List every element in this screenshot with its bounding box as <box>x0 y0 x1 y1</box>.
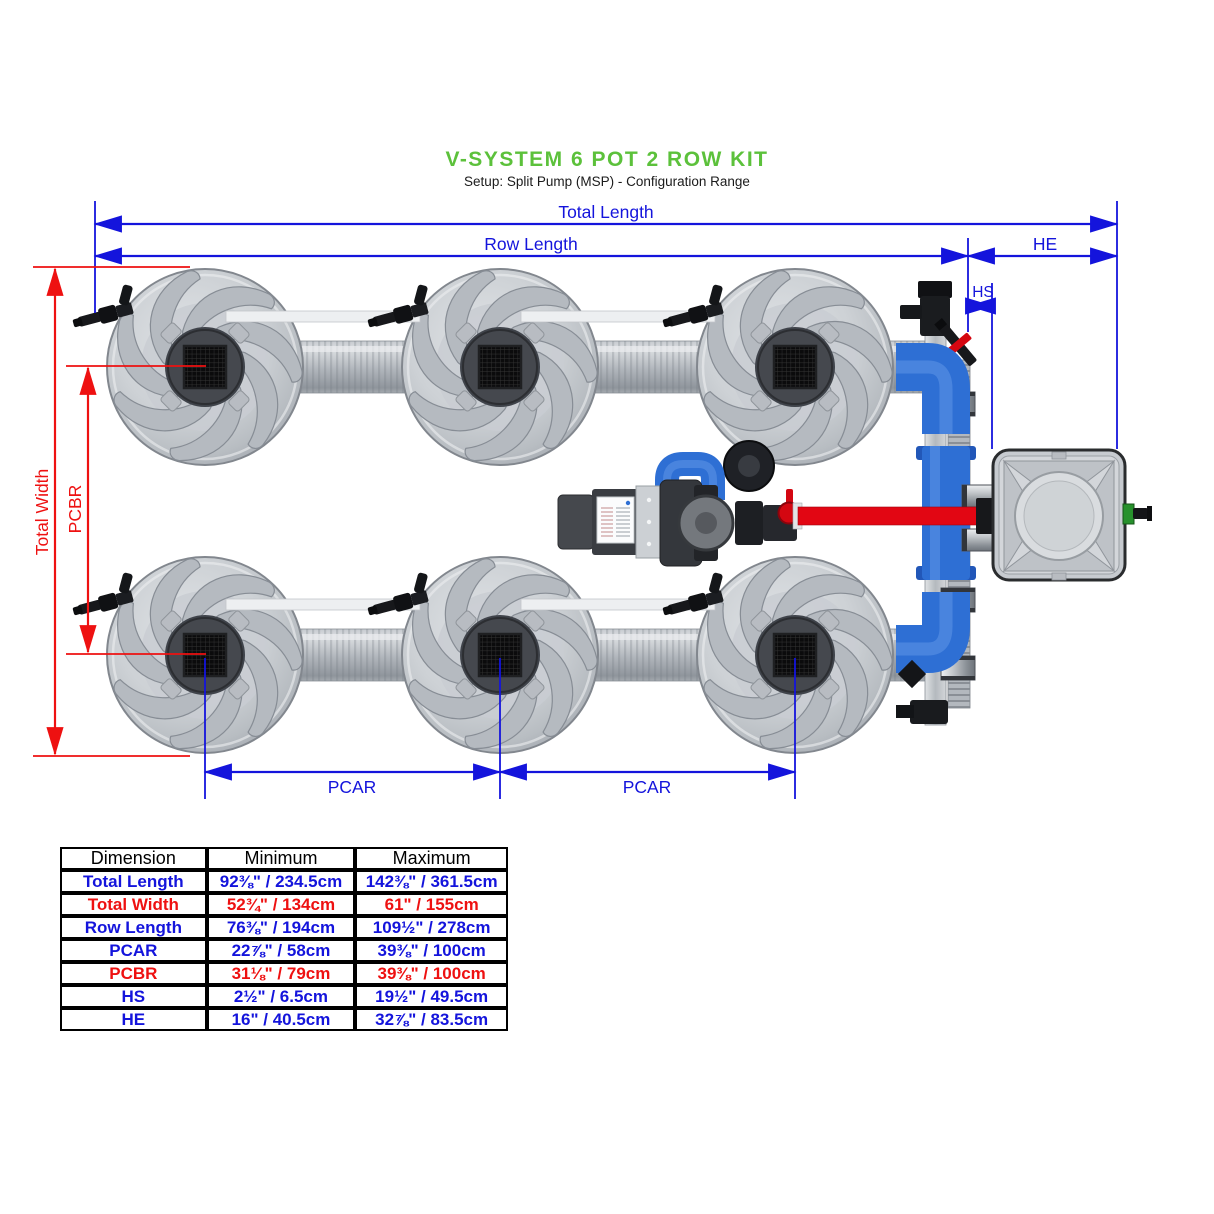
row-minimum: 2½" / 6.5cm <box>206 985 356 1008</box>
total-width-label: Total Width <box>32 469 52 556</box>
reservoir-tank <box>991 448 1152 582</box>
row-maximum: 142⅜" / 361.5cm <box>355 870 508 893</box>
dimension-annotations: Total Length Row Length HE HS PCAR PCAR … <box>32 201 1119 799</box>
irrigation-tube <box>225 310 421 323</box>
row-maximum: 39⅜" / 100cm <box>355 962 508 985</box>
row-label: HS <box>60 985 207 1008</box>
total-length-label: Total Length <box>558 202 653 222</box>
row-label: HE <box>60 1008 207 1031</box>
table-row: HS 2½" / 6.5cm 19½" / 49.5cm <box>60 985 508 1008</box>
row-length-label: Row Length <box>484 234 577 254</box>
pump-coupling <box>735 501 763 545</box>
return-pipe-red <box>797 506 983 526</box>
irrigation-tube <box>520 598 716 611</box>
row-label: PCBR <box>60 962 207 985</box>
row-minimum: 92⅜" / 234.5cm <box>206 870 356 893</box>
irrigation-tube <box>520 310 716 323</box>
table-header-row: Dimension Minimum Maximum <box>60 847 508 870</box>
row-minimum: 22⅞" / 58cm <box>206 939 356 962</box>
pcar-left-label: PCAR <box>328 777 377 797</box>
row-maximum: 19½" / 49.5cm <box>355 985 508 1008</box>
extension-lines-red <box>33 266 206 757</box>
row-label: Row Length <box>60 916 207 939</box>
pump-motor <box>557 494 595 550</box>
row-maximum: 61" / 155cm <box>355 893 508 916</box>
pump-assembly <box>557 440 801 567</box>
page-subtitle: Setup: Split Pump (MSP) - Configuration … <box>464 174 750 189</box>
manifold <box>792 281 999 726</box>
header-maximum: Maximum <box>355 847 508 870</box>
hs-label: HS <box>972 284 994 301</box>
dimension-spec-table: Dimension Minimum Maximum Total Length 9… <box>60 847 508 1031</box>
tank-drain-valve <box>1122 503 1135 525</box>
table-row: HE 16" / 40.5cm 32⅞" / 83.5cm <box>60 1008 508 1031</box>
row-label: Total Width <box>60 893 207 916</box>
title-block: V-SYSTEM 6 POT 2 ROW KIT Setup: Split Pu… <box>0 148 1214 189</box>
row-label: PCAR <box>60 939 207 962</box>
row-minimum: 76⅜" / 194cm <box>206 916 356 939</box>
table-row: Total Width 52¾" / 134cm 61" / 155cm <box>60 893 508 916</box>
drain-fitting <box>910 700 948 724</box>
row-maximum: 39⅜" / 100cm <box>355 939 508 962</box>
row-minimum: 16" / 40.5cm <box>206 1008 356 1031</box>
he-label: HE <box>1033 234 1057 254</box>
table-row: PCBR 31⅛" / 79cm 39⅜" / 100cm <box>60 962 508 985</box>
pcar-right-label: PCAR <box>623 777 672 797</box>
header-dimension: Dimension <box>60 847 207 870</box>
irrigation-lines <box>66 281 731 620</box>
row-label: Total Length <box>60 870 207 893</box>
pcbr-label: PCBR <box>65 485 85 534</box>
row-maximum: 109½" / 278cm <box>355 916 508 939</box>
row-minimum: 52¾" / 134cm <box>206 893 356 916</box>
row-maximum: 32⅞" / 83.5cm <box>355 1008 508 1031</box>
table-row: Row Length 76⅜" / 194cm 109½" / 278cm <box>60 916 508 939</box>
page-title: V-SYSTEM 6 POT 2 ROW KIT <box>445 148 769 171</box>
table-row: PCAR 22⅞" / 58cm 39⅜" / 100cm <box>60 939 508 962</box>
row-minimum: 31⅛" / 79cm <box>206 962 356 985</box>
irrigation-tube <box>225 598 421 611</box>
table-row: Total Length 92⅜" / 234.5cm 142⅜" / 361.… <box>60 870 508 893</box>
header-minimum: Minimum <box>206 847 356 870</box>
